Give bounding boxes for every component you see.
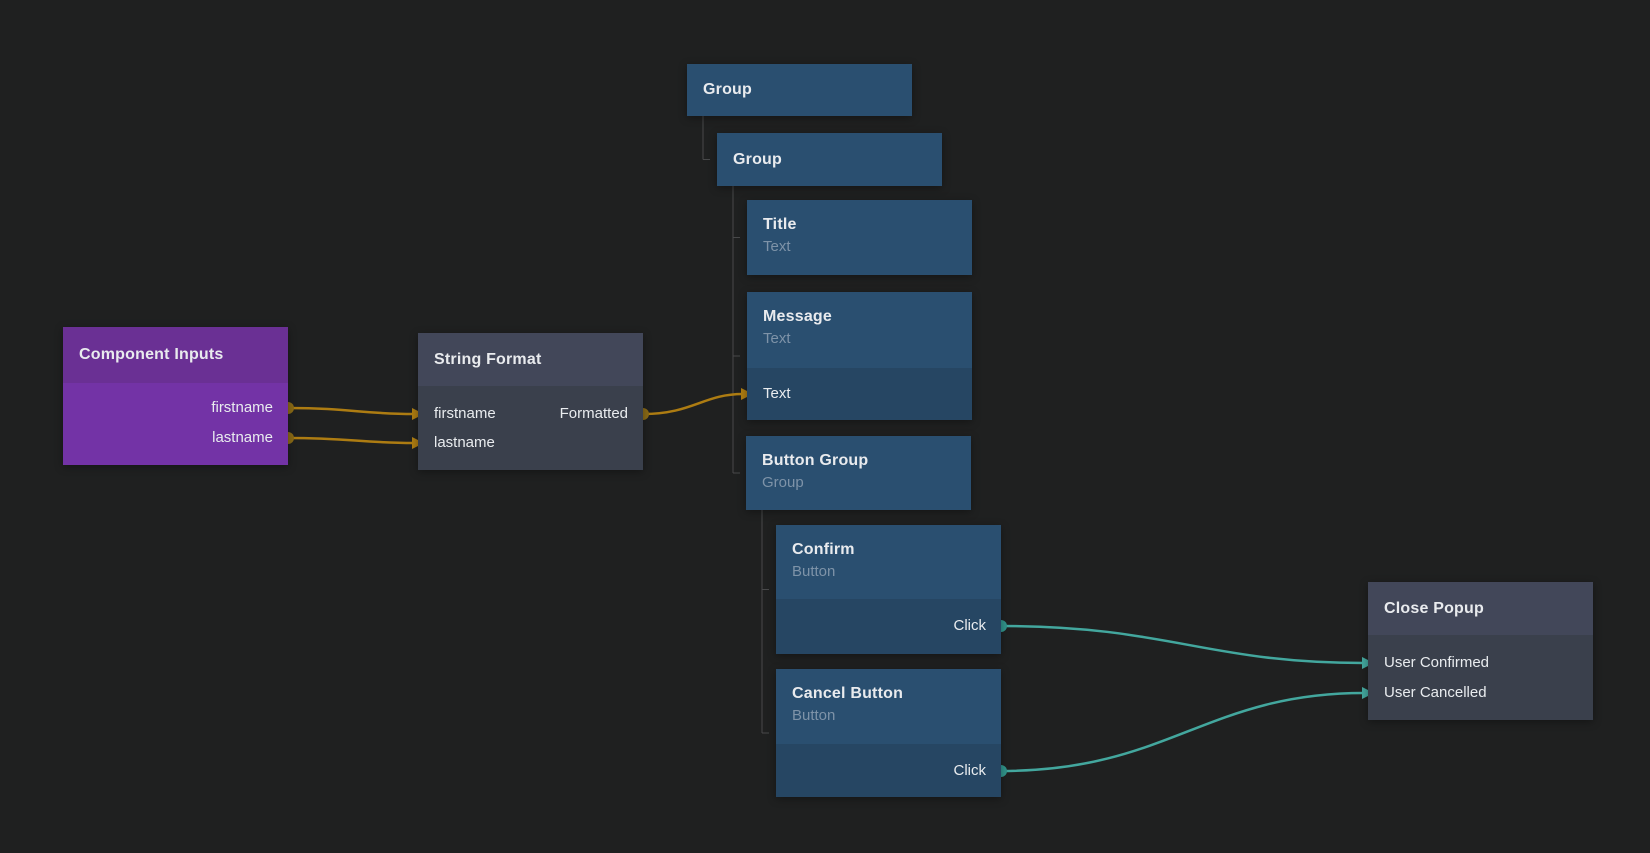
- wire-orange[interactable]: [286, 406, 416, 416]
- node-title: Message: [763, 308, 832, 325]
- node-header[interactable]: Close Popup: [1368, 582, 1593, 635]
- wire-teal[interactable]: [999, 624, 1366, 665]
- port-firstname[interactable]: firstname: [434, 405, 496, 422]
- node-title: Title: [763, 216, 797, 233]
- node-subtitle: Text: [763, 238, 791, 255]
- node-body: [1368, 635, 1593, 720]
- node-port-row: [747, 368, 972, 420]
- wire-orange[interactable]: [286, 436, 416, 445]
- node-subtitle: Group: [762, 474, 804, 491]
- tree-line: [761, 510, 769, 734]
- node-port-row: [776, 744, 1001, 797]
- node-title: Group: [703, 81, 752, 98]
- node-group-2[interactable]: Group: [717, 133, 942, 186]
- node-header[interactable]: Component Inputs: [63, 327, 288, 383]
- node-header[interactable]: String Format: [418, 333, 643, 386]
- tree-line: [702, 116, 710, 160]
- node-body: [418, 386, 643, 470]
- node-header[interactable]: Group: [717, 133, 942, 186]
- node-subtitle: Button: [792, 707, 836, 724]
- node-string-format[interactable]: String Format firstname lastname Formatted: [418, 333, 643, 470]
- node-header[interactable]: Group: [687, 64, 912, 116]
- node-title: Close Popup: [1384, 599, 1484, 617]
- port-user-confirmed[interactable]: User Confirmed: [1384, 654, 1490, 671]
- node-subtitle: Text: [763, 330, 791, 347]
- wire-teal[interactable]: [999, 691, 1366, 773]
- node-port-row: [776, 599, 1001, 654]
- wire-orange[interactable]: [641, 392, 745, 416]
- node-title: String Format: [434, 350, 542, 368]
- node-title: Component Inputs: [79, 346, 224, 363]
- node-subtitle: Button: [792, 563, 836, 580]
- port-text[interactable]: Text: [763, 385, 791, 402]
- node-body: [63, 383, 288, 465]
- port-lastname[interactable]: lastname: [434, 434, 495, 451]
- node-title: Button Group: [762, 452, 869, 469]
- port-lastname[interactable]: lastname: [212, 429, 273, 446]
- port-firstname[interactable]: firstname: [211, 399, 273, 416]
- node-component-inputs[interactable]: Component Inputs firstname lastname: [63, 327, 288, 465]
- port-click[interactable]: Click: [953, 617, 987, 634]
- port-click[interactable]: Click: [953, 762, 987, 779]
- node-title: Cancel Button: [792, 685, 904, 702]
- node-title: Group: [733, 150, 782, 168]
- port-user-cancelled[interactable]: User Cancelled: [1384, 684, 1487, 701]
- node-title: Confirm: [792, 541, 855, 558]
- port-formatted[interactable]: Formatted: [559, 405, 628, 422]
- node-group-1[interactable]: Group: [687, 64, 912, 116]
- tree-line: [732, 186, 740, 474]
